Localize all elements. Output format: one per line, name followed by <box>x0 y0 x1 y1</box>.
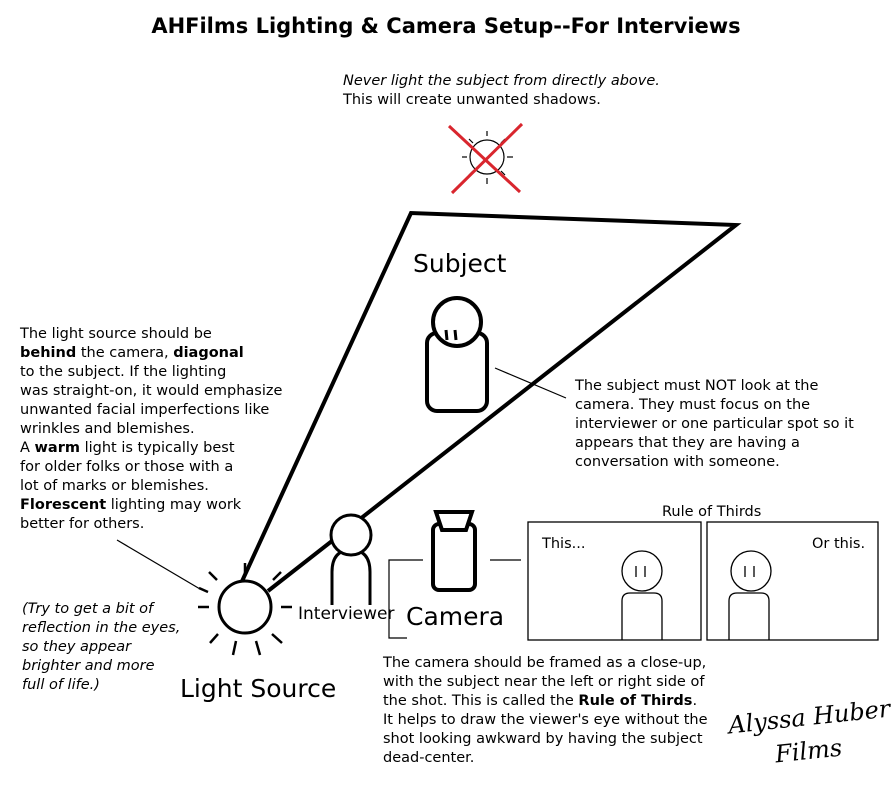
subject-note: The subject must NOT look at the camera.… <box>575 378 854 470</box>
overhead-note-line1: Never light the subject from directly ab… <box>343 73 660 89</box>
light-note-pointer <box>116 539 201 590</box>
overhead-note-line2: This will create unwanted shadows. <box>343 92 601 108</box>
camera-label: Camera <box>406 602 505 631</box>
subject-label: Subject <box>413 249 507 278</box>
interviewer-figure-icon <box>329 513 373 605</box>
light-note: The light source should be behind the ca… <box>20 326 283 532</box>
interviewer-label: Interviewer <box>298 604 395 624</box>
subject-figure-icon <box>425 296 489 413</box>
frame-left-label: This... <box>542 536 586 552</box>
light-source-label: Light Source <box>180 674 337 703</box>
light-triangle <box>236 210 742 593</box>
page-title: AHFilms Lighting & Camera Setup--For Int… <box>151 14 741 38</box>
camera-note: The camera should be framed as a close-u… <box>383 655 708 766</box>
subject-note-pointer <box>494 367 567 399</box>
light-source-icon <box>198 563 292 656</box>
reflection-note: (Try to get a bit of reflection in the e… <box>22 601 181 693</box>
rule-of-thirds-label: Rule of Thirds <box>662 504 762 520</box>
camera-note-pointer <box>388 559 423 639</box>
frame-right-label: Or this. <box>812 536 866 552</box>
frame-left <box>527 521 702 641</box>
no-overhead-cross-icon <box>447 122 524 195</box>
camera-icon <box>431 510 477 592</box>
frame-right <box>706 521 879 641</box>
